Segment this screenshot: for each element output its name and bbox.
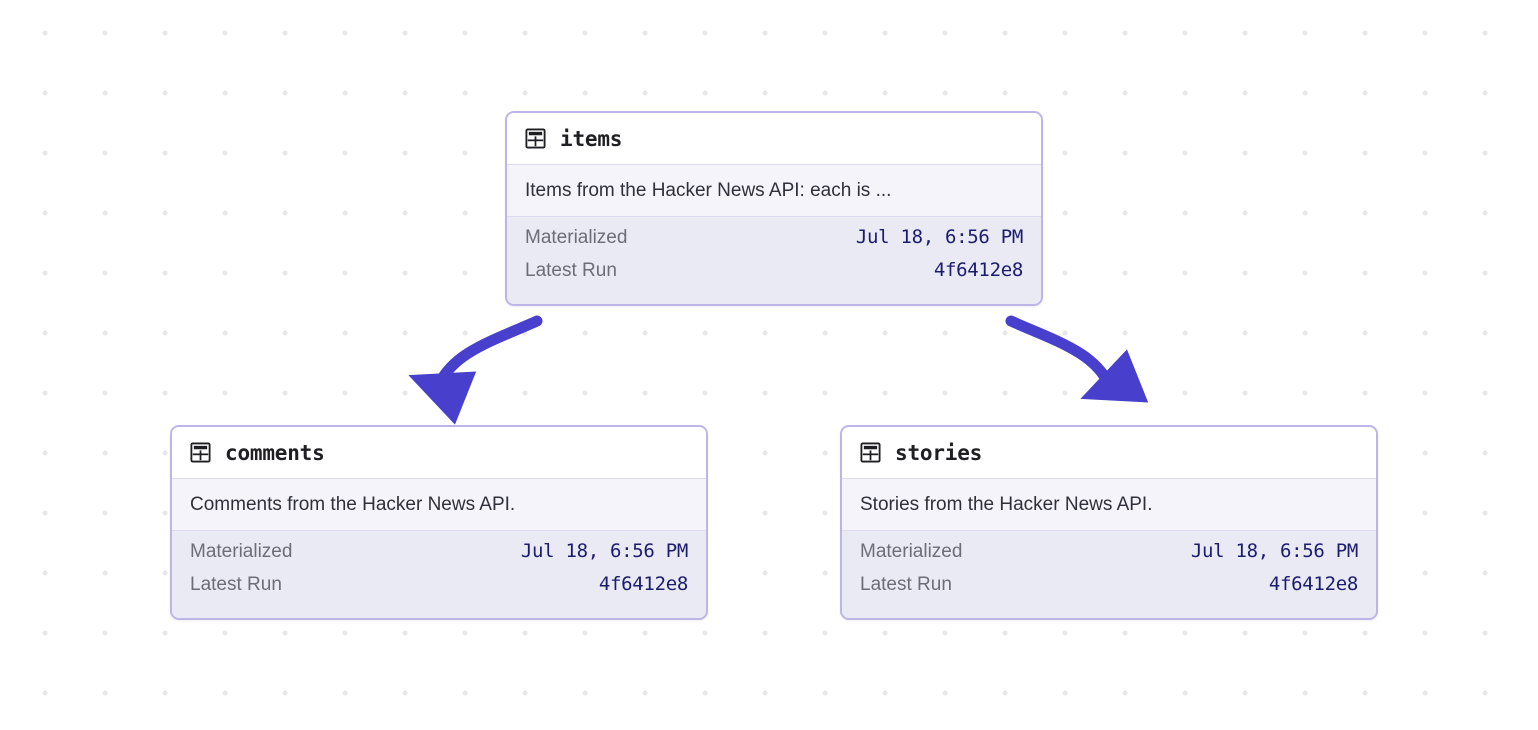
asset-node-comments[interactable]: comments Comments from the Hacker News A… xyxy=(170,425,708,620)
node-title: stories xyxy=(895,440,983,465)
stat-label-materialized: Materialized xyxy=(525,227,628,248)
stat-row-materialized: Materialized Jul 18, 6:56 PM xyxy=(860,540,1358,573)
stat-row-materialized: Materialized Jul 18, 6:56 PM xyxy=(525,226,1023,259)
asset-node-stories[interactable]: stories Stories from the Hacker News API… xyxy=(840,425,1378,620)
node-description: Comments from the Hacker News API. xyxy=(172,479,706,531)
node-description: Stories from the Hacker News API. xyxy=(842,479,1376,531)
node-stats: Materialized Jul 18, 6:56 PM Latest Run … xyxy=(507,217,1041,304)
stat-value-materialized: Jul 18, 6:56 PM xyxy=(1190,540,1358,562)
stat-value-latest-run[interactable]: 4f6412e8 xyxy=(1268,573,1358,595)
stat-value-materialized: Jul 18, 6:56 PM xyxy=(855,226,1023,248)
node-stats: Materialized Jul 18, 6:56 PM Latest Run … xyxy=(172,531,706,618)
stat-label-materialized: Materialized xyxy=(860,541,963,562)
stat-row-materialized: Materialized Jul 18, 6:56 PM xyxy=(190,540,688,573)
node-header: stories xyxy=(842,427,1376,479)
node-header: items xyxy=(507,113,1041,165)
table-icon xyxy=(860,442,881,463)
edge-items-to-stories xyxy=(1005,315,1149,403)
stat-label-latest-run: Latest Run xyxy=(860,574,952,595)
stat-label-latest-run: Latest Run xyxy=(525,260,617,281)
edge-items-to-comments xyxy=(408,315,543,425)
node-title: comments xyxy=(225,440,325,465)
table-icon xyxy=(190,442,211,463)
stat-label-materialized: Materialized xyxy=(190,541,293,562)
node-title: items xyxy=(560,126,623,151)
table-icon xyxy=(525,128,546,149)
node-description: Items from the Hacker News API: each is … xyxy=(507,165,1041,217)
stat-row-latest-run: Latest Run 4f6412e8 xyxy=(525,259,1023,292)
stat-value-latest-run[interactable]: 4f6412e8 xyxy=(933,259,1023,281)
stat-row-latest-run: Latest Run 4f6412e8 xyxy=(860,573,1358,606)
node-stats: Materialized Jul 18, 6:56 PM Latest Run … xyxy=(842,531,1376,618)
node-header: comments xyxy=(172,427,706,479)
stat-row-latest-run: Latest Run 4f6412e8 xyxy=(190,573,688,606)
stat-value-latest-run[interactable]: 4f6412e8 xyxy=(598,573,688,595)
asset-node-items[interactable]: items Items from the Hacker News API: ea… xyxy=(505,111,1043,306)
stat-label-latest-run: Latest Run xyxy=(190,574,282,595)
stat-value-materialized: Jul 18, 6:56 PM xyxy=(520,540,688,562)
